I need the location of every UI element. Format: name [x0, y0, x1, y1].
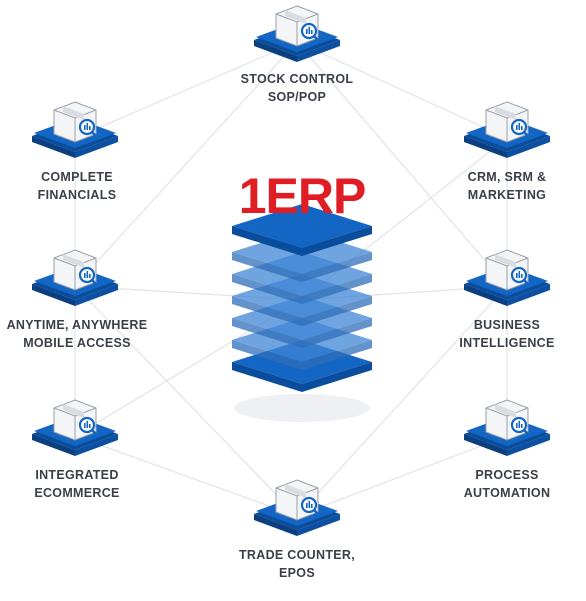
module-label-ecommerce: INTEGRATED ECOMMERCE [34, 468, 120, 500]
module-label-business-intelligence: BUSINESS INTELLIGENCE [459, 318, 555, 350]
connector-line [74, 435, 298, 517]
package-analytics-icon [30, 98, 120, 158]
package-analytics-icon [30, 246, 120, 306]
connector-line [296, 435, 508, 517]
package-analytics-icon [252, 2, 342, 62]
stack-shadow [234, 394, 370, 422]
connector-line [74, 41, 298, 287]
package-analytics-icon [30, 396, 120, 456]
connector-line [296, 41, 508, 139]
package-analytics-icon [252, 476, 342, 536]
module-label-stock-control: STOCK CONTROL SOP/POP [240, 72, 354, 104]
module-label-crm: CRM, SRM & MARKETING [467, 170, 547, 202]
connector-line [296, 285, 508, 517]
connector-line [74, 285, 298, 517]
module-label-mobile: ANYTIME, ANYWHERE MOBILE ACCESS [6, 318, 148, 350]
erp-layer-stack [222, 200, 382, 435]
connector-line [74, 41, 298, 139]
brand-title: 1ERP [238, 168, 367, 224]
connector-line [296, 41, 508, 287]
package-analytics-icon [462, 396, 552, 456]
module-label-financials: COMPLETE FINANCIALS [37, 170, 117, 202]
package-analytics-icon [462, 98, 552, 158]
erp-layer [232, 204, 372, 256]
package-analytics-icon [462, 246, 552, 306]
module-label-trade-counter: TRADE COUNTER, EPOS [238, 548, 355, 580]
module-label-process-automation: PROCESS AUTOMATION [463, 468, 551, 500]
